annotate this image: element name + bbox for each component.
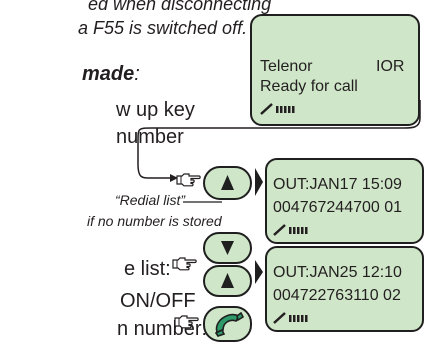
down-key[interactable] — [203, 232, 252, 264]
phone-display-redial-entry-1: OUT:JAN17 15:09 004767244700 01 — [265, 158, 424, 244]
call-date-time: OUT:JAN25 12:10 — [273, 264, 402, 281]
pointing-hand-icon — [172, 257, 197, 271]
redial-list-label: “Redial list” — [115, 192, 186, 208]
antenna-signal-icon — [273, 224, 308, 236]
handset-icon — [214, 311, 245, 337]
step-2-line-2: ON/OFF — [120, 290, 196, 312]
call-key[interactable] — [203, 306, 252, 342]
redial-list-note: if no number is stored — [87, 213, 222, 229]
pointing-hand-icon — [174, 315, 199, 329]
step-1-line-2: number — [116, 126, 184, 148]
antenna-signal-icon — [260, 103, 295, 115]
call-date-time: OUT:JAN17 15:09 — [273, 176, 402, 193]
pointing-hand-icon — [176, 173, 201, 187]
intro-text-line-2: a F55 is switched off. — [78, 18, 248, 38]
heading-colon: : — [134, 63, 140, 85]
ready-status: Ready for call — [260, 78, 358, 95]
section-heading: made: — [82, 63, 140, 86]
up-key[interactable] — [203, 265, 252, 297]
antenna-signal-icon — [273, 312, 308, 324]
call-number: 004767244700 01 — [273, 199, 403, 216]
down-triangle-icon — [221, 241, 234, 255]
call-number: 004722763110 02 — [273, 287, 401, 304]
network-code: IOR — [376, 58, 405, 75]
operator-name: Telenor — [260, 58, 313, 75]
screen-2-pointer-arrow — [255, 168, 263, 196]
up-triangle-icon — [221, 175, 234, 190]
up-triangle-icon — [221, 273, 234, 288]
up-key[interactable] — [203, 166, 252, 200]
heading-text: made — [82, 63, 135, 85]
step-1-line-1: w up key — [116, 99, 195, 121]
screen-3-pointer-arrow — [255, 260, 263, 284]
phone-display-redial-entry-2: OUT:JAN25 12:10 004722763110 02 — [265, 246, 424, 332]
intro-text-line-1: ed when disconnecting — [88, 0, 272, 14]
step-2-line-1: e list: — [124, 258, 171, 280]
phone-display-ready: Telenor IOR Ready for call — [250, 14, 420, 126]
